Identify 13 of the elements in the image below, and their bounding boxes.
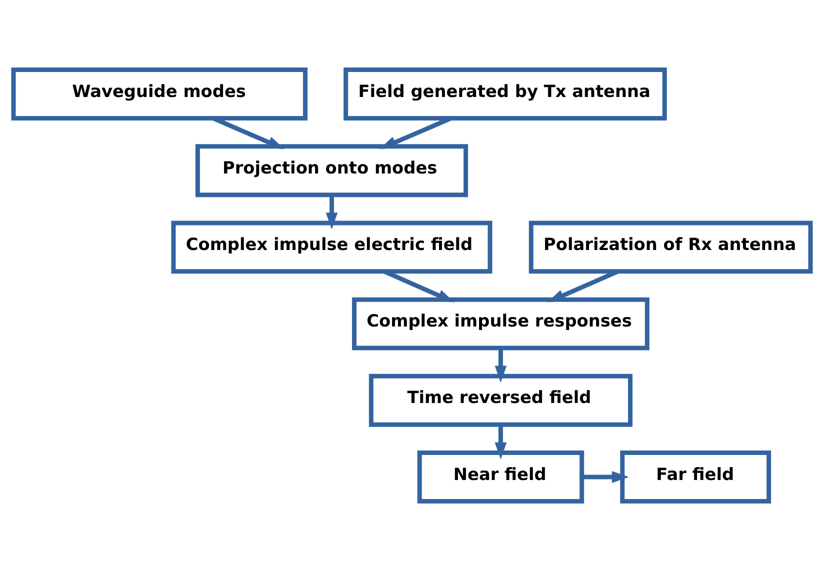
node-box: Complex impulse responses [352,297,649,350]
node-box: Projection onto modes [194,144,468,198]
arrow [582,471,628,483]
node-box: Waveguide modes [10,68,308,120]
arrow [325,194,338,230]
arrow [494,348,506,383]
node-box: Time reversed field [368,374,632,427]
node-box: Complex impulse electric field [170,220,492,274]
node-box: Polarization of Rx antenna [528,220,812,274]
arrow [494,424,506,460]
node-box: Field generated by Tx antenna [343,68,666,120]
node-box: Far field [620,450,771,504]
node-box: Near field [416,450,584,504]
